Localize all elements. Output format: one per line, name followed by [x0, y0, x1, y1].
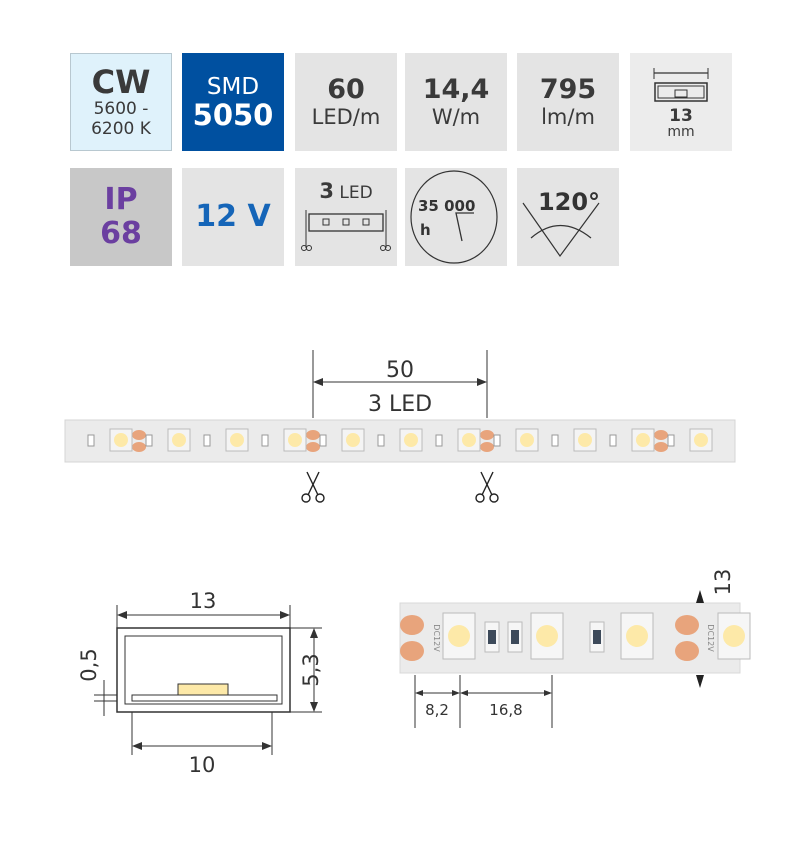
voltage-value: 12 V — [195, 199, 271, 234]
width-value: 13 — [669, 105, 693, 126]
solder-pad — [654, 442, 668, 452]
color-code: CW — [91, 63, 151, 101]
resistor — [87, 434, 95, 447]
solder-pad — [675, 615, 699, 635]
cut-leds-value: 3 — [319, 179, 334, 203]
pcb-voltage-label: DC12V — [706, 624, 715, 652]
chip-model: 5050 — [192, 97, 274, 132]
led-emitter — [288, 433, 302, 447]
resistor — [609, 434, 617, 447]
flux-unit: lm/m — [541, 104, 595, 129]
scissors-icon — [301, 471, 325, 503]
profile-width-label: 13 — [190, 589, 217, 613]
solder-pad — [306, 430, 320, 440]
led-emitter — [114, 433, 128, 447]
pitch-1-label: 8,2 — [425, 701, 449, 719]
cut-unit-tile: 3 LED — [295, 168, 397, 266]
segment-leds-label: 3 LED — [368, 392, 432, 417]
profile-height-label: 5,3 — [299, 653, 323, 686]
lifetime-unit: h — [420, 221, 431, 239]
led-emitter — [230, 433, 244, 447]
lifetime-value: 35 000 — [418, 197, 475, 215]
flux-value: 795 — [539, 73, 597, 105]
beam-angle-value: 120° — [538, 188, 600, 216]
color-temperature-tile: CW 5600 - 6200 K — [70, 53, 172, 151]
resistor-body — [488, 630, 496, 644]
led-emitter — [723, 625, 745, 647]
strip-cut-diagram: 50 3 LED — [64, 350, 736, 503]
resistor — [145, 434, 153, 447]
beam-angle-icon: 120° — [522, 188, 600, 258]
resistor — [377, 434, 385, 447]
resistor — [203, 434, 211, 447]
led-emitter — [578, 433, 592, 447]
chip-type: SMD — [206, 73, 260, 100]
width-unit: mm — [667, 123, 695, 140]
pitch-2-label: 16,8 — [489, 701, 522, 719]
led-emitter — [448, 625, 470, 647]
voltage-tile: 12 V — [182, 168, 284, 266]
pcb-voltage-label: DC12V — [432, 624, 441, 652]
width-tile: 13 mm — [630, 53, 732, 151]
power-tile: 14,4 W/m — [405, 53, 507, 151]
solder-pad — [675, 641, 699, 661]
led-emitter — [346, 433, 360, 447]
solder-pad — [400, 615, 424, 635]
ip-label: IP — [104, 182, 138, 217]
led-emitter — [536, 625, 558, 647]
clock-icon: 35 000 h — [410, 170, 498, 264]
solder-pad — [306, 442, 320, 452]
beam-angle-tile: 120° — [517, 168, 619, 266]
solder-pad — [400, 641, 424, 661]
segment-length-label: 50 — [386, 358, 414, 383]
resistor — [319, 434, 327, 447]
led-emitter — [172, 433, 186, 447]
resistor — [261, 434, 269, 447]
strip-components — [87, 428, 713, 452]
power-value: 14,4 — [422, 73, 490, 105]
led-emitter — [636, 433, 650, 447]
ip-value: 68 — [100, 216, 142, 251]
profile-width-icon — [653, 67, 709, 102]
resistor — [667, 434, 675, 447]
chip-type-tile: SMD 5050 — [182, 53, 284, 151]
led-emitter — [520, 433, 534, 447]
led-emitter — [404, 433, 418, 447]
cct-range-2: 6200 K — [91, 119, 151, 139]
wall-thickness-label: 0,5 — [77, 648, 101, 681]
solder-pad — [480, 430, 494, 440]
inner-width-label: 10 — [189, 753, 216, 777]
profile-cross-section: 13 0,5 5,3 10 — [77, 589, 323, 777]
solder-pad — [480, 442, 494, 452]
strip-detail: 13 8,2 16,8 DC12V DC12V — [399, 569, 751, 728]
detail-width-label: 13 — [711, 569, 735, 596]
led-density-tile: 60 LED/m — [295, 53, 397, 151]
lifetime-tile: 35 000 h — [405, 168, 507, 266]
led-emitter — [694, 433, 708, 447]
cut-segment-icon — [301, 210, 391, 251]
resistor-body — [511, 630, 519, 644]
resistor — [435, 434, 443, 447]
cct-range-1: 5600 - — [93, 99, 149, 119]
led-emitter — [626, 625, 648, 647]
scissors-icon — [475, 471, 499, 503]
resistor — [493, 434, 501, 447]
power-unit: W/m — [431, 104, 481, 129]
resistor — [551, 434, 559, 447]
resistor-body — [593, 630, 601, 644]
led-emitter — [462, 433, 476, 447]
solder-pad — [654, 430, 668, 440]
ip-rating-tile: IP 68 — [70, 168, 172, 266]
detail-components — [400, 612, 751, 661]
led-density-value: 60 — [327, 73, 365, 105]
solder-pad — [132, 442, 146, 452]
solder-pad — [132, 430, 146, 440]
cut-leds-unit: LED — [339, 183, 373, 203]
flux-tile: 795 lm/m — [517, 53, 619, 151]
led-density-unit: LED/m — [311, 104, 381, 129]
